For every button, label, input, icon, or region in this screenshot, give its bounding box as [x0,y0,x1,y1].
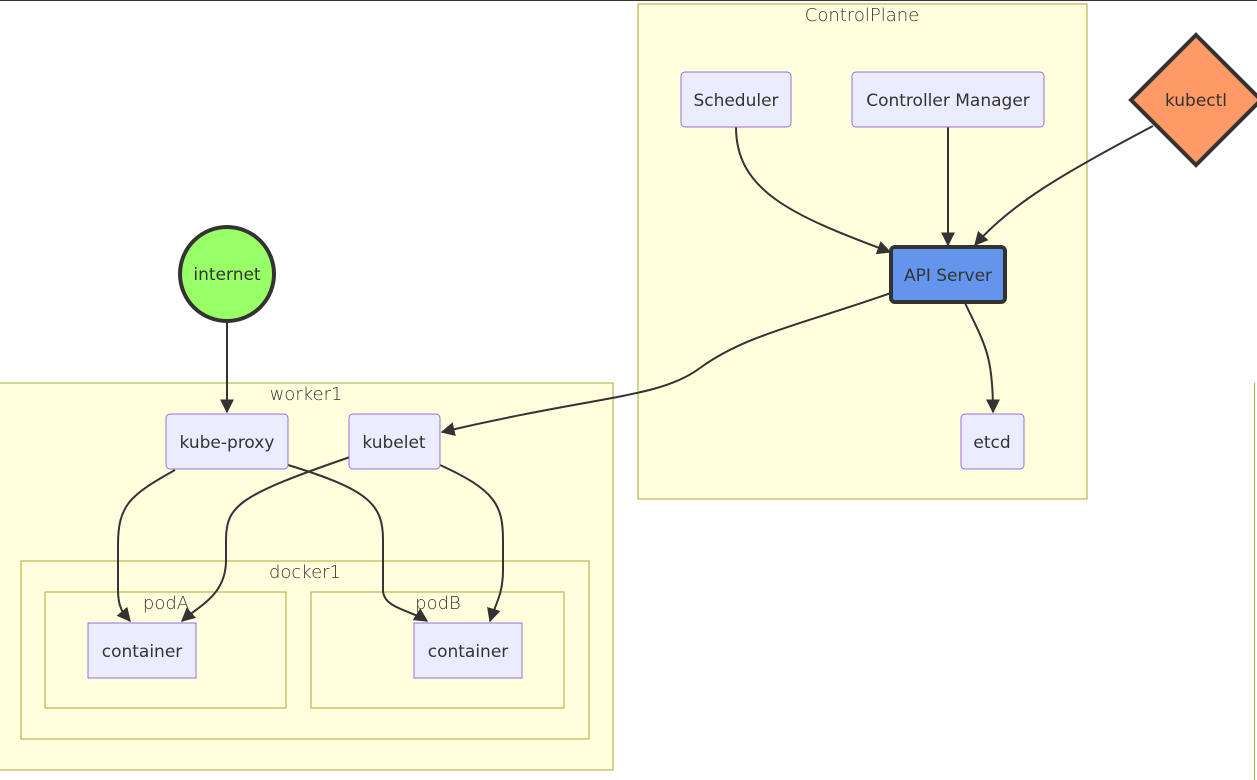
edge-kube-proxy-to-container-b [287,464,429,622]
node-label-container-a: container [102,642,183,662]
node-kube-proxy: kube-proxy [165,413,289,470]
cluster-label-control-plane: ControlPlane [805,5,919,26]
edge-kubectl-to-api-server [974,125,1154,247]
edge-kube-proxy-to-container-a [116,469,176,623]
node-kubectl: kubectl [1128,32,1257,168]
node-internet: internet [178,225,276,323]
node-container-a: container [87,622,197,679]
node-label-controller-manager: Controller Manager [866,91,1030,111]
node-label-api-server: API Server [904,266,992,286]
cluster-label-podA: podA [143,593,189,614]
edge-scheduler-to-api-server [735,126,892,255]
node-kubelet: kubelet [348,413,441,470]
node-label-container-b: container [428,642,509,662]
node-label-kubectl: kubectl [1165,91,1227,111]
node-label-scheduler: Scheduler [693,91,778,111]
node-scheduler: Scheduler [680,71,792,128]
node-etcd: etcd [960,413,1025,470]
node-api-server: API Server [889,245,1007,304]
node-label-internet: internet [193,265,261,285]
node-label-etcd: etcd [973,433,1010,453]
node-label-kubelet: kubelet [362,433,426,453]
edge-kubelet-to-container-b [439,464,504,623]
node-container-b: container [413,622,523,679]
cluster-label-worker1: worker1 [270,384,343,405]
edge-api-server-to-kubelet [440,292,892,436]
edge-kubelet-to-container-a [180,456,351,622]
node-label-kube-proxy: kube-proxy [180,433,275,453]
cluster-label-podB: podB [415,593,461,614]
edge-api-server-to-etcd [964,302,1000,414]
cluster-label-docker1: docker1 [269,562,341,583]
node-controller-manager: Controller Manager [851,71,1045,128]
